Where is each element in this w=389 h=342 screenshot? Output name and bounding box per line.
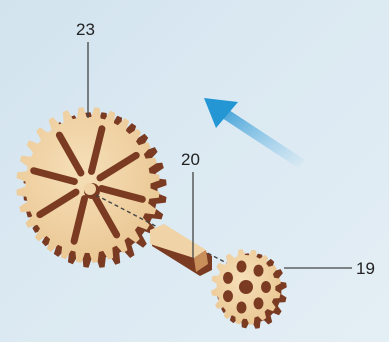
- gear-spoke-slot: [30, 167, 78, 185]
- large-gear-spokes: [30, 125, 146, 245]
- assembly-axis-line: [95, 194, 241, 271]
- small-gear-hole: [253, 297, 264, 310]
- gear-spoke-slot: [55, 131, 85, 177]
- gear-spoke-slot: [88, 125, 106, 175]
- small-gear-hole: [236, 260, 247, 273]
- small-gear: [211, 249, 287, 329]
- shaft-piece: [150, 224, 212, 276]
- gear-spoke-slot: [91, 193, 121, 239]
- gear-spoke-slot: [96, 151, 140, 182]
- gear-spoke-slot: [98, 185, 146, 203]
- direction-arrow-icon: [204, 98, 305, 168]
- callout-label-19: 19: [356, 259, 375, 278]
- callout-label-20: 20: [181, 150, 200, 169]
- gear-spoke-slot: [36, 188, 80, 219]
- small-gear-hole: [236, 301, 247, 314]
- small-gear-hole: [223, 271, 233, 284]
- large-gear: [16, 107, 167, 268]
- small-gear-hole: [261, 281, 271, 293]
- small-gear-hole: [253, 264, 264, 277]
- small-gear-hole: [223, 290, 233, 303]
- callout-label-23: 23: [76, 20, 95, 39]
- small-gear-hub: [239, 280, 253, 294]
- gear-spoke-slot: [70, 195, 88, 245]
